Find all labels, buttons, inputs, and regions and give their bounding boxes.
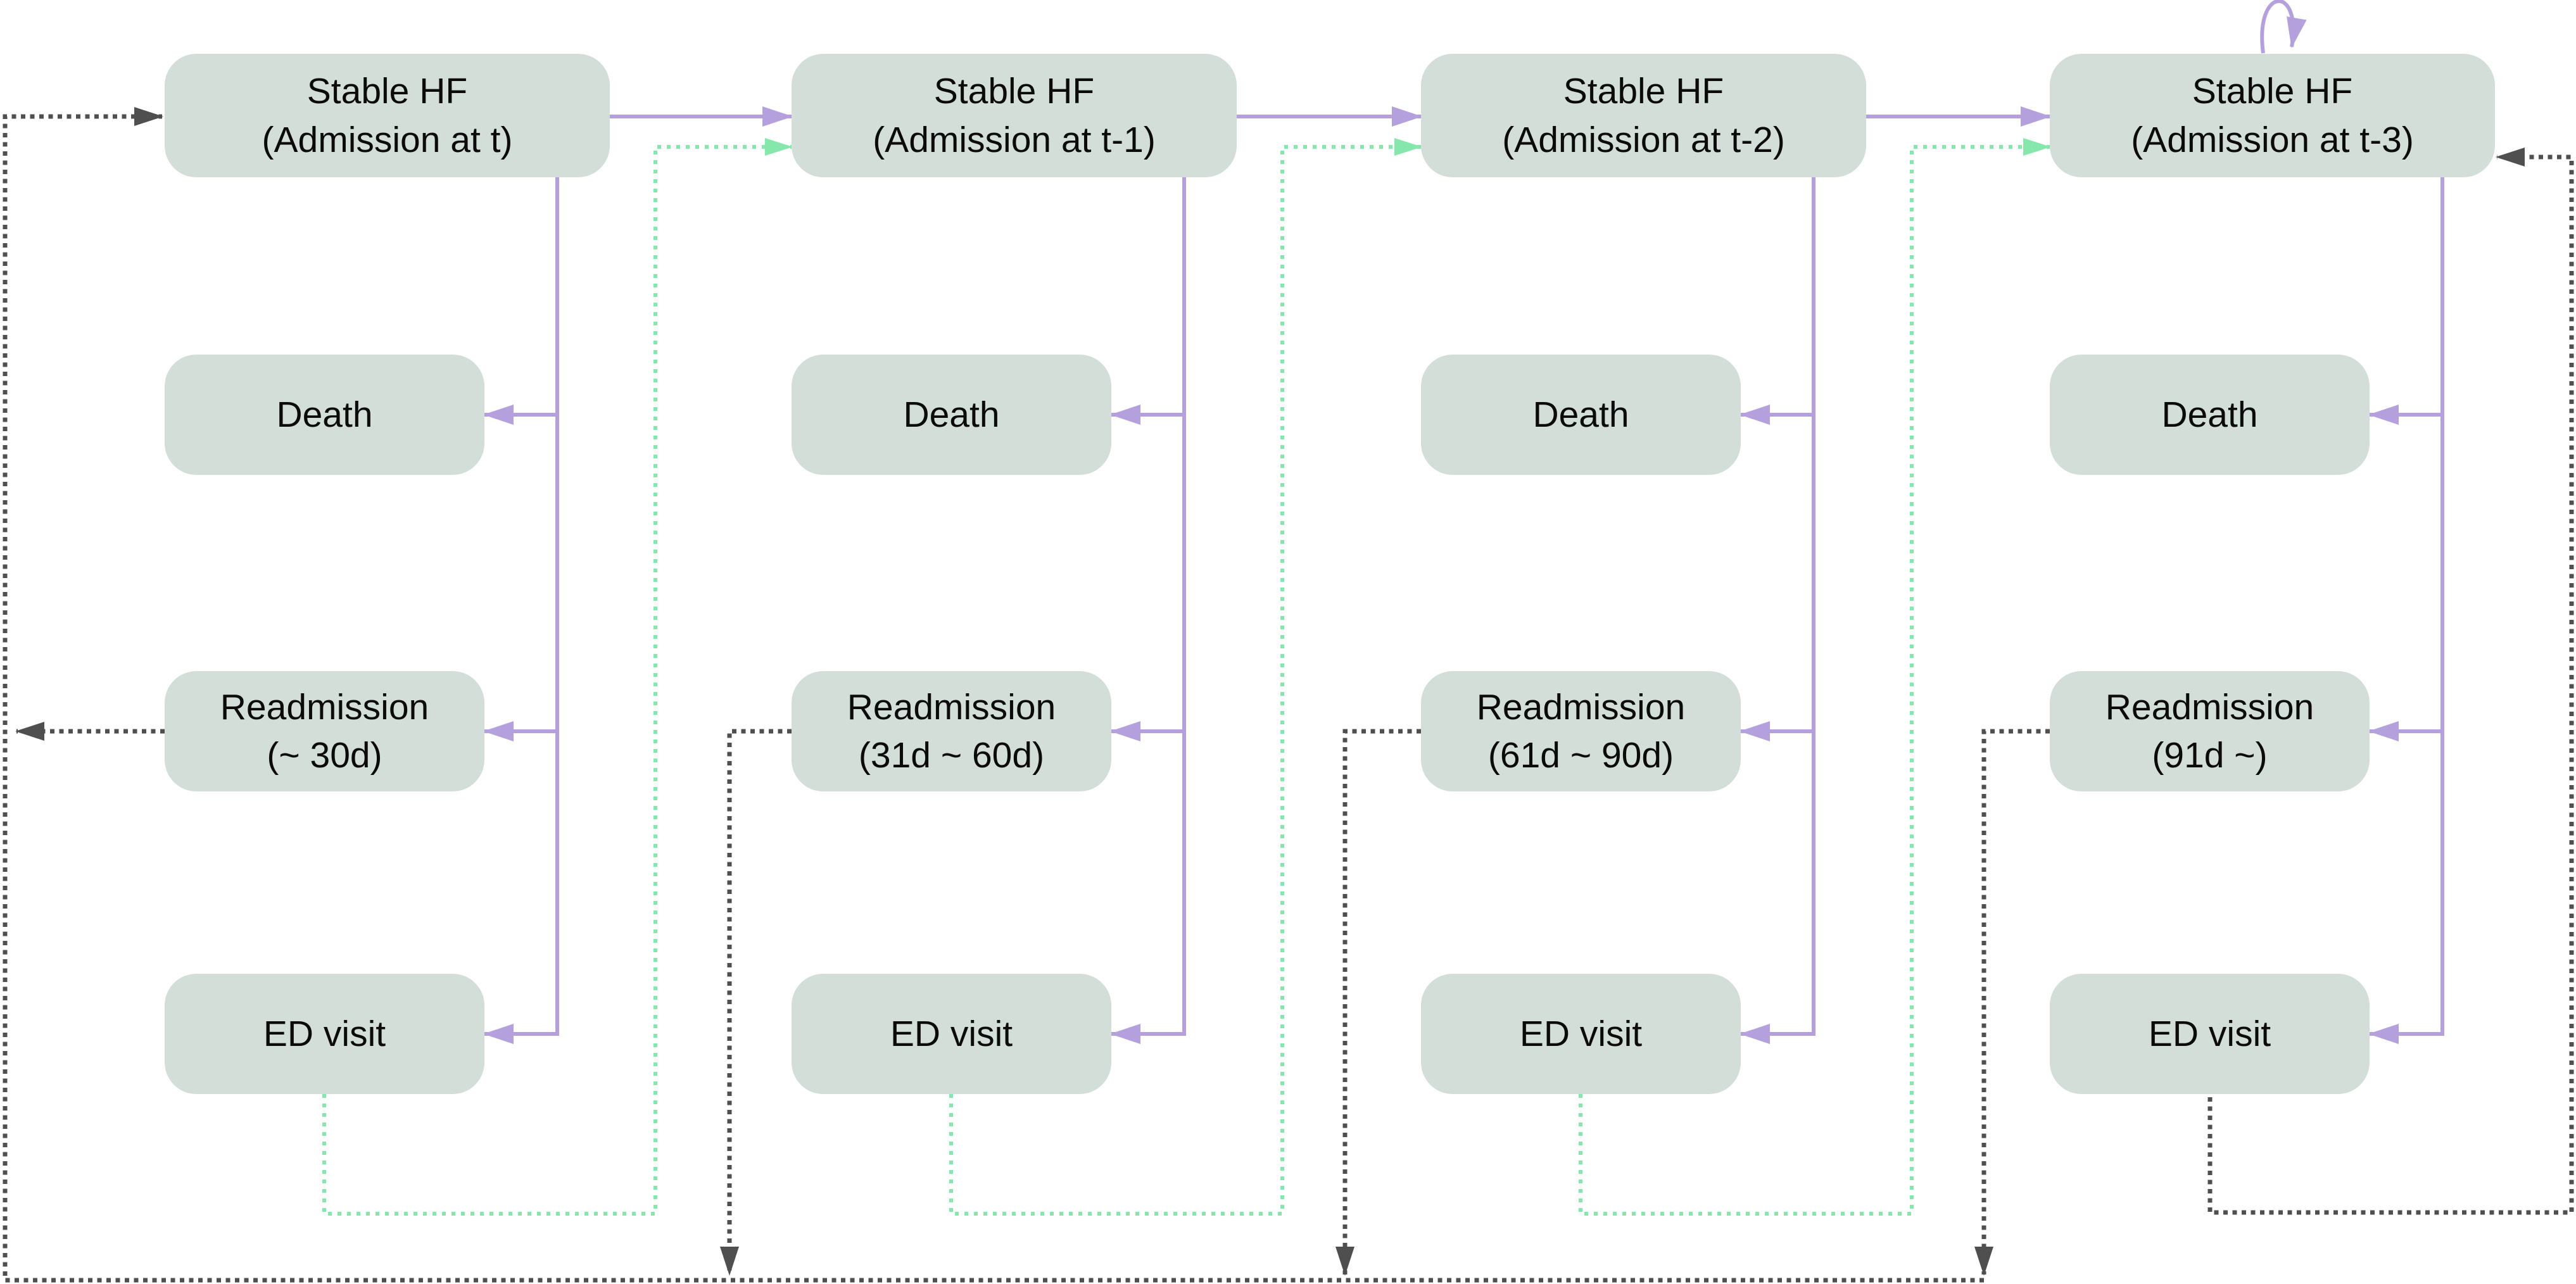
edge-readmission-t3-reset-down (1974, 729, 2050, 1276)
node-ed-t1: ED visit (792, 974, 1111, 1094)
node-label: ED visit (1519, 1013, 1643, 1054)
edge-ed-t2-to-stable-t3 (1579, 138, 2051, 1216)
node-label: Death (903, 394, 1000, 435)
node-stable-t: Stable HF (Admission at t) (165, 54, 610, 177)
node-label: Death (276, 394, 373, 435)
node-label: Readmission (~ 30d) (220, 686, 429, 776)
node-readmission-t1: Readmission (31d ~ 60d) (792, 671, 1111, 791)
node-label: ED visit (2148, 1013, 2271, 1054)
edge-ed-t1-to-stable-t2 (949, 138, 1422, 1216)
node-label: Readmission (91d ~) (2105, 686, 2314, 776)
node-stable-t3: Stable HF (Admission at t-3) (2050, 54, 2495, 177)
edge-stable-t2-trunk-to-ed (1739, 177, 1815, 1044)
node-death-t: Death (165, 355, 484, 475)
node-label: Stable HF (Admission at t-2) (1502, 71, 1785, 160)
edge-stable-t3-self-loop (2260, 0, 2307, 54)
node-readmission-t: Readmission (~ 30d) (165, 671, 484, 791)
node-label: ED visit (890, 1013, 1013, 1054)
node-label: Stable HF (Admission at t-3) (2131, 71, 2414, 160)
edge-readmission-t1-reset-down (720, 729, 792, 1276)
node-label: Stable HF (Admission at t) (262, 71, 513, 160)
node-ed-t: ED visit (165, 974, 484, 1094)
edge-readmission-t2-reset-down (1335, 729, 1421, 1276)
node-stable-t2: Stable HF (Admission at t-2) (1421, 54, 1866, 177)
node-label: Stable HF (Admission at t-1) (873, 71, 1156, 160)
edge-stable-t3-trunk-to-ed (2368, 177, 2444, 1044)
edge-ed-t-to-stable-t1 (322, 138, 793, 1216)
node-label: Readmission (31d ~ 60d) (847, 686, 1056, 776)
node-ed-t3: ED visit (2050, 974, 2370, 1094)
node-death-t3: Death (2050, 355, 2370, 475)
node-death-t1: Death (792, 355, 1111, 475)
node-readmission-t3: Readmission (91d ~) (2050, 671, 2370, 791)
edge-stable-t-trunk-to-ed (483, 177, 559, 1044)
node-readmission-t2: Readmission (61d ~ 90d) (1421, 671, 1741, 791)
node-stable-t1: Stable HF (Admission at t-1) (792, 54, 1237, 177)
edge-stable-t1-trunk-to-ed (1110, 177, 1186, 1044)
node-label: ED visit (263, 1013, 386, 1054)
node-label: Death (1532, 394, 1629, 435)
node-label: Death (2161, 394, 2258, 435)
node-death-t2: Death (1421, 355, 1741, 475)
node-label: Readmission (61d ~ 90d) (1476, 686, 1686, 776)
node-ed-t2: ED visit (1421, 974, 1741, 1094)
edge-ed-t3-return-to-stable-t3 (2207, 148, 2574, 1215)
